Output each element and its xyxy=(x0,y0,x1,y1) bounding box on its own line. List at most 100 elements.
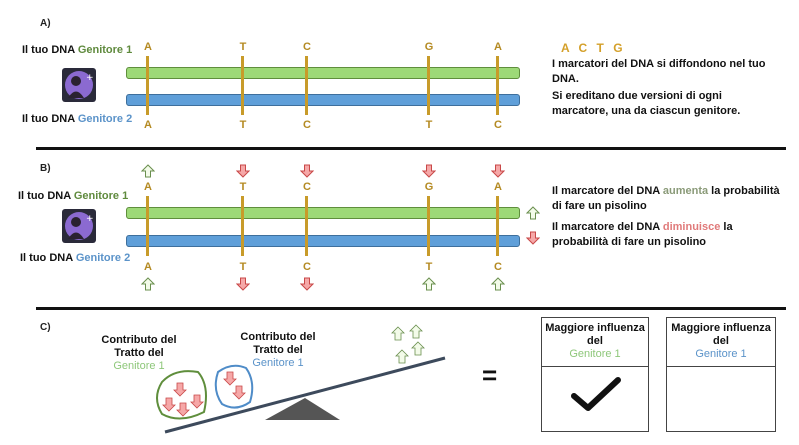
parent2-name: Genitore 1 xyxy=(252,357,304,369)
section-b-note-down: Il marcatore del DNA diminuisce la proba… xyxy=(552,220,782,250)
marker-tick xyxy=(427,196,430,256)
parent1-influence-box: Maggiore influenza del Genitore 1 xyxy=(541,317,649,432)
marker-letter: G xyxy=(424,41,434,53)
up-arrow-icon xyxy=(526,206,540,220)
seesaw-beam xyxy=(164,356,446,434)
marker-letter: G xyxy=(424,181,434,193)
down-arrow-icon xyxy=(491,164,505,178)
dna-label-text: Il tuo DNA xyxy=(22,44,75,56)
marker-letter: T xyxy=(239,119,247,131)
section-b-parent2-label: Il tuo DNA Genitore 2 xyxy=(20,252,130,264)
marker-letter: C xyxy=(303,261,311,273)
marker-letter: C xyxy=(303,181,311,193)
contribution-text: Contributo del Tratto del xyxy=(101,334,177,359)
parent2-name: Genitore 1 xyxy=(695,348,747,360)
increase-word: aumenta xyxy=(662,185,709,197)
parent2-name: Genitore 2 xyxy=(77,113,133,125)
marker-letter: C xyxy=(494,119,502,131)
marker-letter: A xyxy=(144,119,152,131)
section-a-label: A) xyxy=(40,18,51,29)
marker-letter: A xyxy=(494,41,502,53)
marker-tick xyxy=(241,196,244,256)
down-arrow-icon xyxy=(422,164,436,178)
marker-letter: C xyxy=(303,119,311,131)
section-b-label: B) xyxy=(40,163,51,174)
influence-text: Maggiore influenza del xyxy=(545,322,645,347)
down-arrow-icon xyxy=(236,277,250,291)
parent2-influence-header: Maggiore influenza del Genitore 1 xyxy=(667,318,775,367)
person-avatar-icon: + xyxy=(62,68,96,102)
dna-label-text: Il tuo DNA xyxy=(20,252,73,264)
seesaw-fulcrum xyxy=(265,398,340,420)
marker-tick xyxy=(241,56,244,115)
marker-tick xyxy=(146,196,149,256)
note-text: Il marcatore del DNA xyxy=(552,185,660,197)
up-arrow-icon xyxy=(491,277,505,291)
divider-a-b xyxy=(36,147,786,150)
marker-letter: C xyxy=(303,41,311,53)
parent2-strand-b xyxy=(126,235,520,247)
parent1-name: Genitore 1 xyxy=(113,360,165,372)
parent1-name: Genitore 1 xyxy=(73,190,129,202)
parent2-name: Genitore 2 xyxy=(75,252,131,264)
marker-letter: A xyxy=(144,41,152,53)
marker-tick xyxy=(146,56,149,115)
contribution-label-1: Contributo del Tratto del Genitore 1 xyxy=(94,334,184,373)
section-a-parent1-label: Il tuo DNA Genitore 1 xyxy=(22,44,132,56)
section-b-parent1-label: Il tuo DNA Genitore 1 xyxy=(18,190,128,202)
note-text: la probabilità di fare un pisolino xyxy=(552,221,733,248)
parent2-contribution-blob xyxy=(214,364,254,409)
marker-letter: T xyxy=(239,181,247,193)
marker-letter: T xyxy=(425,119,433,131)
parent2-influence-box: Maggiore influenza del Genitore 1 xyxy=(666,317,776,432)
down-arrow-icon xyxy=(300,277,314,291)
down-arrow-icon xyxy=(223,371,246,400)
checkmark-icon xyxy=(571,377,621,411)
marker-letter: T xyxy=(425,261,433,273)
parent2-strand-a xyxy=(126,94,520,106)
marker-letter: C xyxy=(494,261,502,273)
down-arrow-icon xyxy=(300,164,314,178)
marker-letter: A xyxy=(144,181,152,193)
person-avatar-icon: + xyxy=(62,209,96,243)
marker-tick xyxy=(496,196,499,256)
decrease-word: diminuisce xyxy=(662,221,721,233)
dna-label-text: Il tuo DNA xyxy=(18,190,71,202)
note-text: Il marcatore del DNA xyxy=(552,221,660,233)
section-a-note-2: Si ereditano due versioni di ogni marcat… xyxy=(552,90,741,117)
divider-b-c xyxy=(36,307,786,310)
parent1-strand-b xyxy=(126,207,520,219)
seesaw-icon xyxy=(156,324,446,434)
down-arrow-icon xyxy=(236,164,250,178)
marker-tick xyxy=(305,56,308,115)
marker-tick xyxy=(496,56,499,115)
up-arrow-icon xyxy=(391,324,425,364)
marker-letter: A xyxy=(494,181,502,193)
parent1-influence-header: Maggiore influenza del Genitore 1 xyxy=(542,318,648,367)
parent1-name: Genitore 1 xyxy=(569,348,621,360)
marker-letters-legend: A C T G xyxy=(561,41,626,55)
influence-text: Maggiore influenza del xyxy=(671,322,771,347)
marker-tick xyxy=(427,56,430,115)
section-c-label: C) xyxy=(40,322,51,333)
note-text: la probabilità di fare un pisolino xyxy=(552,185,780,212)
contribution-label-2: Contributo del Tratto del Genitore 1 xyxy=(233,331,323,370)
up-arrow-icon xyxy=(422,277,436,291)
marker-letter: T xyxy=(239,261,247,273)
marker-letter: T xyxy=(239,41,247,53)
parent1-strand-a xyxy=(126,67,520,79)
dna-label-text: Il tuo DNA xyxy=(22,113,75,125)
contribution-text: Contributo del Tratto del xyxy=(240,331,316,356)
parent1-name: Genitore 1 xyxy=(77,44,133,56)
down-arrow-icon xyxy=(162,382,204,417)
down-arrow-icon xyxy=(526,231,540,245)
equals-sign: = xyxy=(482,360,498,390)
up-arrow-icon xyxy=(141,277,155,291)
marker-letter: A xyxy=(144,261,152,273)
section-a-parent2-label: Il tuo DNA Genitore 2 xyxy=(22,113,132,125)
marker-tick xyxy=(305,196,308,256)
svg-text:+: + xyxy=(86,214,94,224)
section-b-note-up: Il marcatore del DNA aumenta la probabil… xyxy=(552,184,782,214)
section-a-note-1: I marcatori del DNA si diffondono nel tu… xyxy=(552,58,766,85)
up-arrow-icon xyxy=(141,164,155,178)
